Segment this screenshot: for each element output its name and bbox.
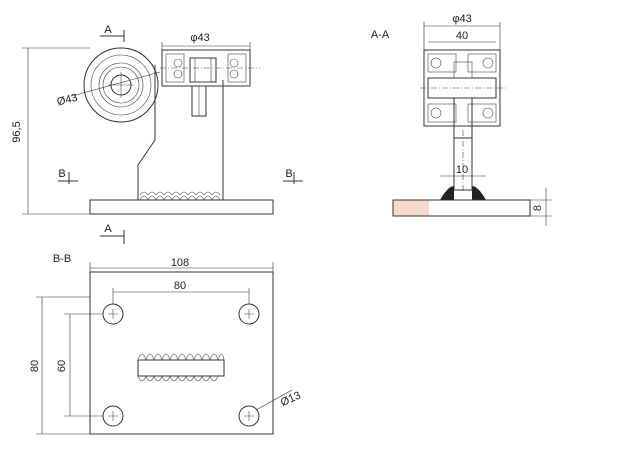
bb-dim-width: 108 <box>89 257 274 276</box>
side-dim-wheel: φ43 <box>161 32 251 50</box>
section-aa-title: A-A <box>371 29 390 41</box>
aa-dim-post: 10 <box>440 164 486 177</box>
bb-dim-hole-spacing-y: 60 <box>56 313 103 417</box>
section-marker-a-top: A <box>100 24 125 42</box>
section-marker-a-bottom: A <box>100 223 125 244</box>
section-bb-title: B-B <box>53 253 71 265</box>
post-footprint <box>137 353 225 382</box>
aa-dim-outer: φ43 <box>423 13 501 50</box>
side-top-wheel <box>161 49 251 117</box>
svg-text:80: 80 <box>29 360 41 372</box>
bb-dim-hole-spacing-x: 80 <box>112 280 250 304</box>
svg-text:8: 8 <box>532 205 544 211</box>
side-weld <box>139 191 221 201</box>
dim-roller-dia-label: Ø43 <box>56 92 79 109</box>
svg-text:B: B <box>285 168 292 180</box>
bb-dim-height: 80 <box>29 296 90 435</box>
svg-text:A: A <box>104 24 112 36</box>
dim-wheel-dia-label: φ43 <box>190 32 209 44</box>
section-bb-view: B-B 108 80 <box>29 253 303 435</box>
side-view: φ43 Ø43 96,5 A A B <box>11 24 303 244</box>
svg-text:108: 108 <box>171 257 189 269</box>
side-roller <box>83 47 159 123</box>
svg-text:40: 40 <box>456 30 468 42</box>
aa-dim-plate: 8 <box>530 188 552 226</box>
section-marker-b-left: B <box>58 168 78 184</box>
svg-text:A: A <box>104 223 112 235</box>
side-dim-roller: Ø43 <box>56 71 161 109</box>
dim-height-label: 96,5 <box>11 121 23 142</box>
section-aa-view: A-A φ43 <box>371 13 552 226</box>
side-base-plate <box>89 199 274 215</box>
svg-text:B: B <box>58 168 65 180</box>
bb-dim-hole-dia: Ø13 <box>255 390 303 411</box>
aa-dim-width: 40 <box>428 30 496 43</box>
mounting-holes <box>102 303 260 427</box>
svg-text:φ43: φ43 <box>452 13 471 25</box>
svg-text:10: 10 <box>456 164 468 176</box>
side-dim-height: 96,5 <box>11 47 90 215</box>
section-marker-b-right: B <box>283 168 303 184</box>
svg-text:60: 60 <box>56 360 68 372</box>
svg-text:80: 80 <box>174 280 186 292</box>
svg-text:Ø13: Ø13 <box>279 390 303 409</box>
side-bracket <box>137 65 224 200</box>
